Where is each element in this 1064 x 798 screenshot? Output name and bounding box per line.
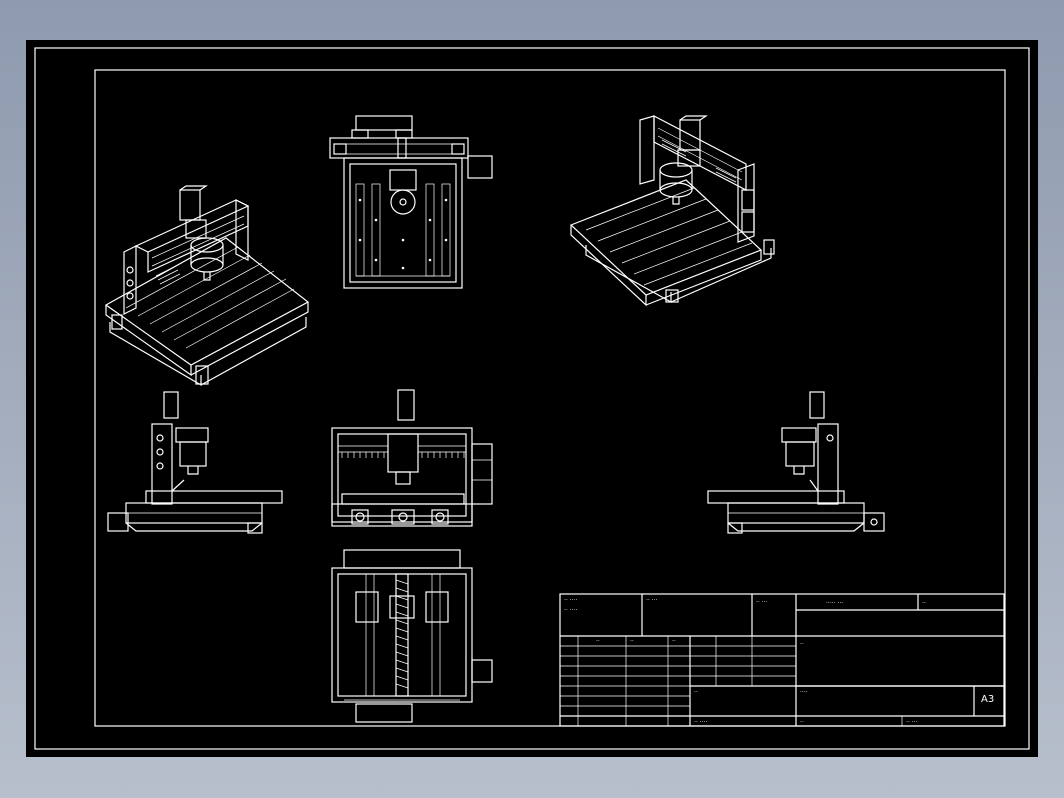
right-side-view <box>707 391 885 534</box>
title-block: ·· ···· ·· ···· ·· ··· ·· ··· ····· ··· … <box>559 593 1005 727</box>
svg-text:····: ···· <box>800 689 808 696</box>
svg-text:··: ·· <box>800 641 804 648</box>
svg-text:·· ···: ·· ··· <box>646 597 658 604</box>
svg-text:·· ····: ·· ···· <box>694 719 707 726</box>
inner-border <box>94 69 1006 727</box>
svg-text:·· ···: ·· ··· <box>756 599 768 606</box>
isometric-view-left <box>104 185 310 387</box>
bottom-view <box>331 549 493 723</box>
drawing-sheet: ·· ···· ·· ···· ·· ··· ·· ··· ····· ··· … <box>26 40 1038 757</box>
outer-border <box>34 47 1030 750</box>
svg-text:··: ·· <box>672 638 676 645</box>
svg-text:··: ·· <box>800 719 804 726</box>
svg-text:·· ····: ·· ···· <box>564 597 577 604</box>
left-side-view <box>107 391 283 534</box>
svg-text:··: ·· <box>596 638 600 645</box>
svg-text:····· ···: ····· ··· <box>826 600 843 607</box>
svg-text:··: ·· <box>630 638 634 645</box>
svg-text:·· ···: ·· ··· <box>906 719 918 726</box>
isometric-view-right <box>569 115 775 307</box>
front-view <box>331 389 493 527</box>
svg-text:··: ·· <box>694 689 698 696</box>
top-view <box>329 115 493 289</box>
svg-text:·· ····: ·· ···· <box>564 607 577 614</box>
sheet-size-label: A3 <box>981 694 994 705</box>
svg-text:··: ·· <box>922 600 926 607</box>
